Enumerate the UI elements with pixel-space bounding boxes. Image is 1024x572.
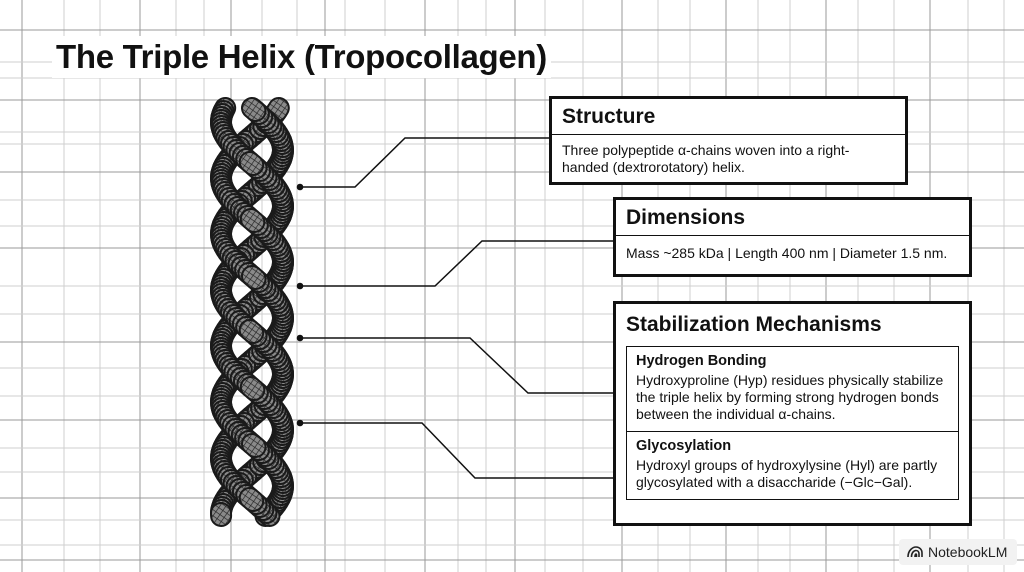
helix-strand-fill-1 (243, 99, 265, 120)
helix-strand-fill-3 (240, 153, 263, 174)
dimensions-card: Dimensions Mass ~285 kDa | Length 400 nm… (613, 197, 972, 277)
helix-strand-fill-2 (241, 378, 264, 399)
helix-strand-fill-1 (243, 267, 265, 288)
notebooklm-badge: NotebookLM (899, 539, 1017, 565)
dot-dimensions (296, 282, 304, 290)
connector-glycosylation (300, 422, 626, 479)
connector-hydrogen (300, 337, 626, 394)
dot-hydrogen (296, 334, 304, 342)
glycosylation-heading: Glycosylation (636, 438, 732, 455)
stabilization-card: Stabilization Mechanisms Hydrogen Bondin… (613, 301, 972, 526)
glycosylation-text: Hydroxyl groups of hydroxylysine (Hyl) a… (636, 457, 938, 491)
helix-strand-fill-2 (267, 99, 288, 120)
stabilization-heading: Stabilization Mechanisms (626, 313, 882, 336)
structure-text: Three polypeptide α-chains woven into a … (562, 142, 850, 176)
hydrogen-bonding-text: Hydroxyproline (Hyp) residues physically… (636, 372, 944, 423)
dot-glycosylation (296, 419, 304, 427)
hydrogen-bonding-heading: Hydrogen Bonding (636, 353, 767, 369)
helix-strands (210, 97, 294, 527)
connector-dimensions (300, 240, 615, 287)
helix-strand-fill-3 (240, 489, 263, 510)
hydrogen-bonding-box: Hydrogen Bonding Hydroxyproline (Hyp) re… (626, 346, 959, 432)
structure-heading: Structure (552, 99, 905, 135)
page-title: The Triple Helix (Tropocollagen) (52, 36, 551, 78)
notebooklm-logo-icon (907, 546, 923, 558)
helix-strand-fill-2 (241, 210, 264, 231)
brand-label: NotebookLM (928, 544, 1008, 560)
connector-dots (296, 183, 304, 427)
glycosylation-box: Glycosylation Hydroxyl groups of hydroxy… (626, 431, 959, 501)
connector-structure (300, 137, 551, 188)
structure-card: Structure Three polypeptide α-chains wov… (549, 96, 908, 185)
dimensions-heading: Dimensions (616, 200, 969, 236)
dot-structure (296, 183, 304, 191)
dimensions-text: Mass ~285 kDa | Length 400 nm | Diameter… (626, 245, 948, 261)
helix-strand-fill-1 (243, 435, 265, 456)
connector-lines (300, 137, 626, 479)
helix-strand-fill-3 (240, 321, 263, 342)
